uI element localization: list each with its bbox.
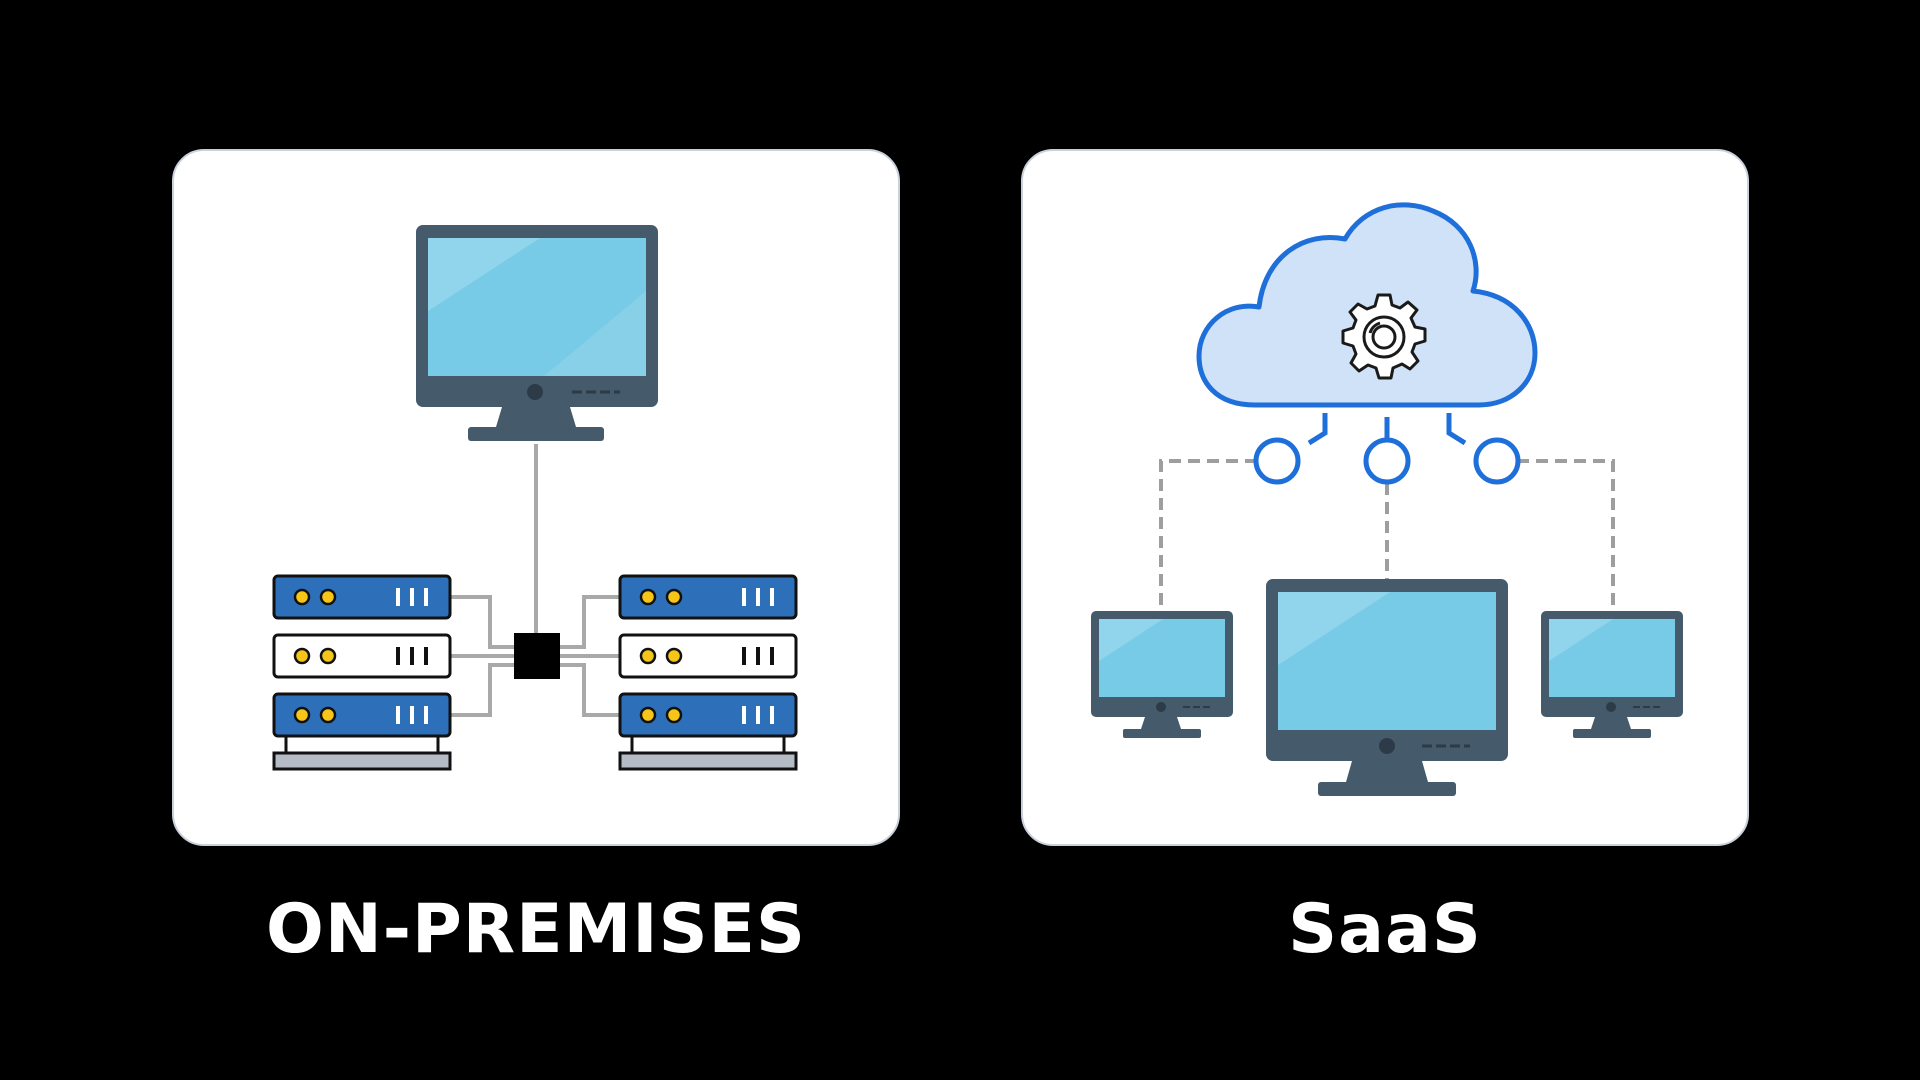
cloud-connectors bbox=[1253, 413, 1521, 485]
server-unit bbox=[272, 633, 452, 679]
laptop-monitor-icon bbox=[1541, 611, 1683, 738]
network-cables bbox=[450, 444, 624, 717]
desktop-monitor-icon bbox=[416, 225, 658, 441]
cloud-gear-icon bbox=[1196, 202, 1538, 408]
desktop-monitor-icon bbox=[1266, 579, 1508, 796]
server-rack-icon bbox=[272, 574, 452, 771]
server-unit bbox=[618, 692, 798, 738]
saas-panel bbox=[1021, 149, 1749, 846]
saas-diagram bbox=[1091, 202, 1683, 796]
server-rack-icon bbox=[618, 574, 798, 771]
on-premises-panel bbox=[172, 149, 900, 846]
saas-caption: SaaS bbox=[1288, 890, 1482, 969]
connector-node-left bbox=[1253, 437, 1301, 485]
server-unit bbox=[618, 574, 798, 620]
gear-icon bbox=[1341, 293, 1427, 380]
server-unit bbox=[272, 574, 452, 620]
connector-node-right bbox=[1473, 437, 1521, 485]
dashed-connectors bbox=[1159, 459, 1615, 610]
connector-node-center bbox=[1363, 437, 1411, 485]
laptop-monitor-icon bbox=[1091, 611, 1233, 738]
network-switch-icon bbox=[514, 633, 560, 679]
server-unit bbox=[272, 692, 452, 738]
server-unit bbox=[618, 633, 798, 679]
on-premises-caption: ON-PREMISES bbox=[266, 890, 806, 969]
on-premises-diagram bbox=[272, 225, 798, 771]
